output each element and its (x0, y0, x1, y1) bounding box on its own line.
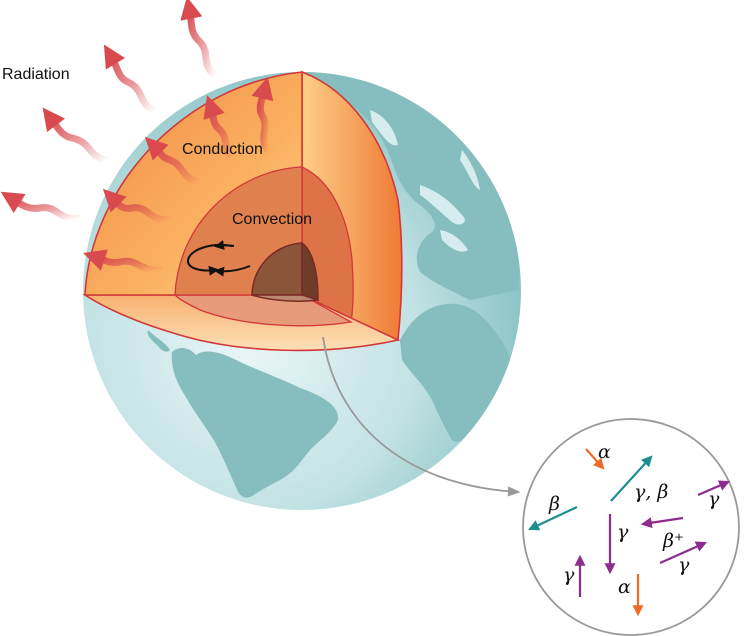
conduction-label: Conduction (182, 141, 263, 158)
convection-cycle-icon (187, 240, 251, 277)
alpha-symbol: α (618, 576, 631, 598)
beta-arrow (528, 506, 578, 531)
radioactive-decay-inset: α γ, β β γ γ β⁺ γ γ α (522, 418, 740, 636)
gamma-symbol: γ (617, 521, 629, 543)
mantle-bottom-face (173, 294, 353, 327)
gamma-symbol: γ (708, 488, 720, 510)
zoom-connector-arrow (322, 336, 521, 497)
gamma-arrow (697, 480, 731, 497)
positron-arrow (640, 516, 684, 529)
radiation-arrow (103, 44, 159, 114)
africa (400, 303, 512, 442)
beta-plus-symbol: β⁺ (662, 530, 684, 552)
inset-circle (522, 418, 740, 636)
gamma-symbol: γ (563, 564, 575, 586)
central-america (147, 330, 170, 352)
gamma-beta-symbol: γ, β (634, 481, 668, 503)
gamma-arrow (659, 541, 708, 565)
radiation-arrow (0, 191, 82, 223)
radiation-label: Radiation (2, 66, 70, 83)
conduction-arrow (83, 249, 164, 274)
alpha-symbol: α (598, 441, 611, 463)
conduction-arrows (83, 76, 274, 274)
conduction-arrow (251, 76, 274, 154)
beta-symbol: β (548, 493, 560, 515)
radiation-arrow (180, 0, 219, 79)
alpha-arrow (585, 448, 605, 470)
radiation-arrow (42, 107, 112, 164)
conduction-arrow (203, 95, 236, 162)
convection-label: Convection (232, 211, 312, 228)
gamma-symbol: γ (678, 554, 690, 576)
beta-arrow (610, 455, 653, 502)
conduction-arrow (102, 188, 174, 224)
conduction-arrow (144, 136, 204, 186)
core-bottom-face (251, 294, 319, 302)
earth-cutaway (82, 70, 403, 352)
south-america (171, 348, 339, 498)
radiation-arrows (0, 0, 219, 223)
